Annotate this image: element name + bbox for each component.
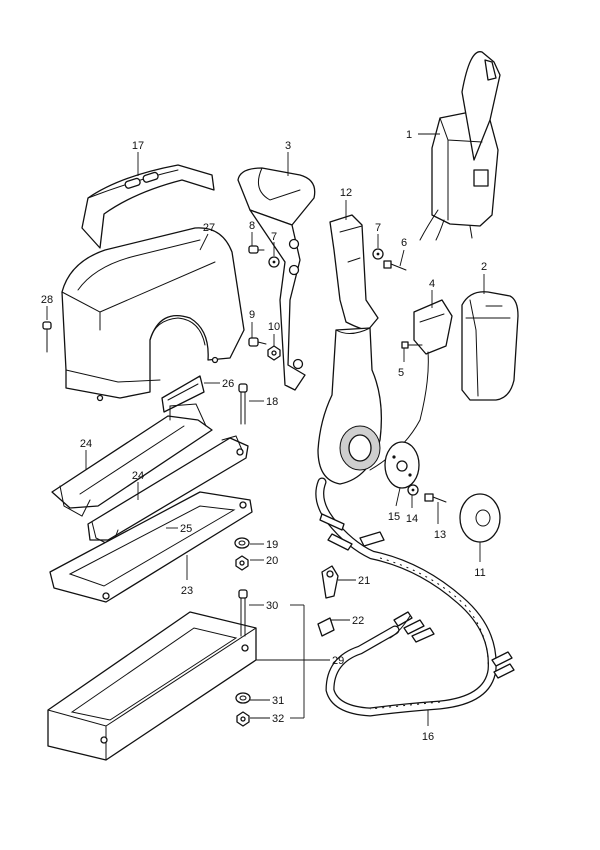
part-19-washer: [234, 537, 250, 549]
callout-10: 10: [268, 321, 280, 333]
callout-18: 18: [266, 396, 278, 408]
part-23-gasket: [49, 491, 253, 603]
callout-2: 2: [481, 261, 487, 273]
callout-29: 29: [332, 655, 344, 667]
leader-lines: [46, 133, 485, 726]
part-32-nut: [236, 711, 250, 727]
part-30-bolt: [238, 589, 248, 637]
callout-23: 23: [181, 585, 193, 597]
part-27-main-cover: [61, 227, 245, 402]
part-22-clip: [317, 617, 335, 637]
part-7-washer-right: [372, 248, 384, 260]
callout-17: 17: [132, 140, 144, 152]
callout-4: 4: [429, 278, 435, 290]
part-5-screw: [401, 341, 423, 349]
callout-15: 15: [388, 511, 400, 523]
callout-16: 16: [422, 731, 434, 743]
callout-13: 13: [434, 529, 446, 541]
callout-1: 1: [406, 129, 412, 141]
part-13-bolt: [424, 493, 447, 503]
part-7-washer-left: [268, 256, 280, 268]
part-29-base-frame: [47, 611, 257, 761]
callout-9: 9: [249, 309, 255, 321]
callout-24-upper: 24: [80, 438, 92, 450]
part-11-cap: [459, 493, 501, 543]
callout-19: 19: [266, 539, 278, 551]
callout-27: 27: [203, 222, 215, 234]
part-26-plate: [161, 375, 205, 413]
part-12-lever: [317, 214, 382, 485]
callout-20: 20: [266, 555, 278, 567]
callout-5: 5: [398, 367, 404, 379]
part-4-switch: [369, 299, 453, 471]
part-3-lever-arm: [237, 167, 316, 391]
part-15-cam-disc: [384, 441, 420, 489]
callout-22: 22: [352, 615, 364, 627]
part-10-nut: [267, 345, 281, 361]
callout-25: 25: [180, 523, 192, 535]
part-8-screw: [248, 245, 265, 254]
callout-32: 32: [272, 713, 284, 725]
part-28-screw: [42, 321, 52, 353]
callout-14: 14: [406, 513, 418, 525]
callout-7-left: 7: [271, 231, 277, 243]
callout-24-lower: 24: [132, 470, 144, 482]
part-31-washer: [235, 692, 251, 704]
callout-31: 31: [272, 695, 284, 707]
part-17-top-cap: [81, 164, 215, 249]
callout-28: 28: [41, 294, 53, 306]
part-9-screw: [248, 337, 267, 347]
callout-26: 26: [222, 378, 234, 390]
part-16-wiring-harness: [315, 477, 515, 717]
callout-30: 30: [266, 600, 278, 612]
callout-3: 3: [285, 140, 291, 152]
part-21-clip: [321, 565, 339, 599]
callout-11: 11: [474, 567, 485, 579]
callout-8: 8: [249, 220, 255, 232]
callout-6: 6: [401, 237, 407, 249]
part-2-switch-cover: [461, 291, 519, 401]
part-24-bracket-upper: [51, 403, 213, 517]
part-6-screw: [383, 260, 407, 271]
part-14-washer: [407, 484, 419, 496]
callouts: 1 2 3 4 5 6 7 7 8 9 10 11 12 13 14 15 16…: [41, 129, 487, 743]
part-1-remote-control-box: [419, 51, 501, 241]
part-20-nut: [235, 555, 249, 571]
callout-7-right: 7: [375, 222, 381, 234]
callout-21: 21: [358, 575, 370, 587]
part-18-bolt: [238, 383, 248, 425]
callout-12: 12: [340, 187, 352, 199]
